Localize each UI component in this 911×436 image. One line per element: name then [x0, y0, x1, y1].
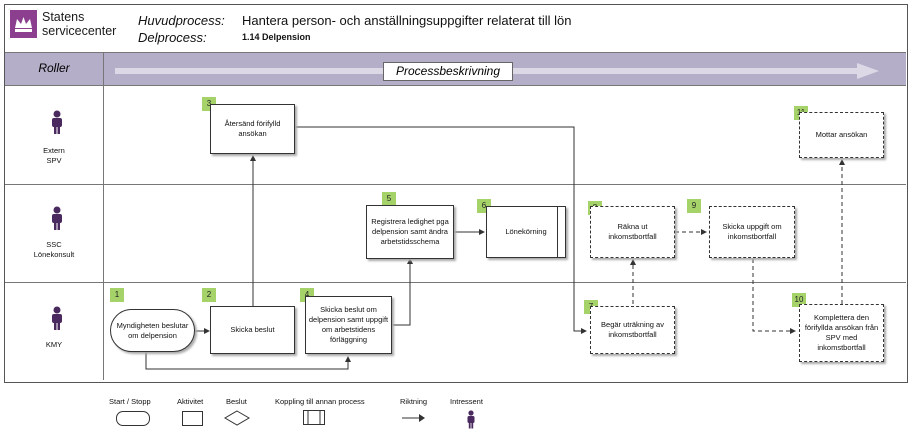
activity-box: Återsänd förifylld ansökan	[210, 104, 295, 154]
subprocess-value: 1.14 Delpension	[242, 32, 311, 42]
subprocess-label: Delprocess:	[138, 30, 207, 45]
activity-box: Räkna ut inkomstbortfall	[590, 206, 675, 258]
legend-activity-label: Aktivitet	[177, 397, 204, 406]
roles-header: Roller	[38, 61, 70, 75]
person-icon	[52, 206, 62, 230]
legend-direction-label: Riktning	[400, 397, 428, 406]
logo-line2: servicecenter	[42, 24, 117, 38]
legend-start-stop-label: Start / Stopp	[109, 397, 151, 406]
lane-role-line1: Extern	[43, 146, 65, 155]
role-column-divider	[103, 85, 104, 380]
step-number: 5	[382, 192, 396, 206]
legend-decision-icon	[224, 410, 250, 426]
step-number: 2	[202, 288, 216, 302]
activity-box: Mottar ansökan	[799, 112, 884, 158]
legend-link-icon	[303, 410, 325, 425]
legend-link-label: Koppling till annan process	[275, 397, 365, 406]
logo-line1: Statens	[42, 10, 85, 24]
process-description-header: Processbeskrivning	[383, 62, 513, 81]
legend-activity-icon	[182, 411, 203, 426]
legend-decision-label: Beslut	[226, 397, 247, 406]
start-node: Myndigheten beslutar om delpension	[110, 309, 195, 352]
lane-divider	[5, 184, 906, 185]
crown-logo-icon	[10, 10, 37, 38]
legend-start-stop-icon	[116, 411, 150, 426]
lane-role-line1: SSC	[46, 240, 62, 249]
activity-box: Skicka uppgift om inkomstbortfall	[709, 206, 795, 258]
lane-role-line2: Lönekonsult	[33, 250, 75, 259]
legend-person-icon	[467, 410, 475, 429]
process-link-divider	[557, 207, 558, 257]
legend-direction-icon	[402, 414, 425, 422]
process-label: Huvudprocess:	[138, 13, 225, 28]
step-number: 10	[792, 293, 806, 307]
lane-divider	[5, 282, 906, 283]
activity-box: Registrera ledighet pga delpension samt …	[366, 205, 454, 259]
person-icon	[52, 110, 62, 134]
step-number: 9	[687, 199, 701, 213]
process-link-box: Lönekörning	[486, 206, 566, 258]
step-number: 1	[110, 288, 124, 302]
person-icon	[52, 306, 62, 330]
activity-box: Skicka beslut om delpension samt uppgift…	[305, 296, 392, 354]
header	[5, 5, 906, 53]
activity-box: Skicka beslut	[210, 306, 295, 354]
process-value: Hantera person- och anställningsuppgifte…	[242, 13, 572, 28]
lane-role-line2: SPV	[46, 156, 62, 165]
lane-role-line1: KMY	[45, 340, 63, 349]
activity-box: Komplettera den förifyllda ansökan från …	[799, 304, 884, 362]
roles-header-cell	[5, 53, 104, 85]
legend-stakeholder-label: Intressent	[450, 397, 483, 406]
activity-box: Begär uträkning av inkomstbortfall	[590, 306, 675, 354]
